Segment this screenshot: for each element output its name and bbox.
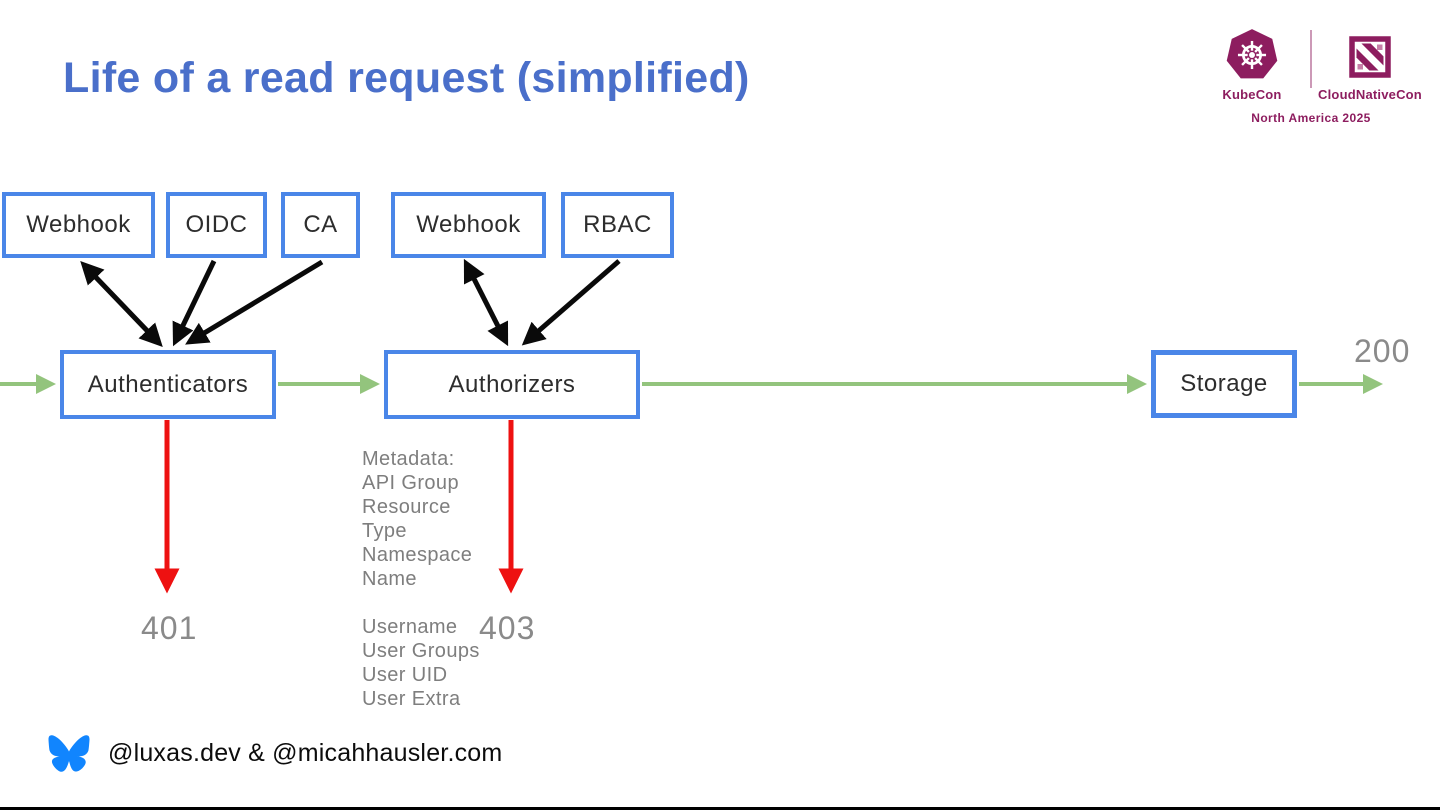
metadata-line: Username bbox=[362, 616, 458, 638]
page-title: Life of a read request (simplified) bbox=[63, 54, 750, 102]
metadata-line: Namespace bbox=[362, 544, 473, 566]
footer: @luxas.dev & @micahhausler.com bbox=[46, 733, 502, 774]
authorizers-label: Authorizers bbox=[448, 370, 576, 398]
cloudnativecon-lockup: CloudNativeCon bbox=[1314, 28, 1426, 102]
bluesky-butterfly-icon bbox=[48, 735, 90, 772]
authenticators-label: Authenticators bbox=[87, 370, 249, 398]
storage-box: Storage bbox=[1151, 350, 1297, 418]
metadata-line: User Extra bbox=[362, 688, 461, 710]
authn-webhook-link-arrow bbox=[80, 261, 163, 347]
metadata-line: API Group bbox=[362, 472, 459, 494]
authz-plugin-label-rbac: RBAC bbox=[583, 211, 652, 238]
authz-plugin-box-webhook: Webhook bbox=[391, 192, 546, 258]
status-code-200: 200 bbox=[1354, 333, 1411, 369]
authn-plugin-box-webhook: Webhook bbox=[2, 192, 155, 258]
metadata-line: User Groups bbox=[362, 640, 480, 662]
authn-plugin-box-oidc: OIDC bbox=[166, 192, 267, 258]
authn-plugin-label-oidc: OIDC bbox=[185, 211, 248, 238]
authn-plugin-label-ca: CA bbox=[303, 211, 338, 238]
metadata-line: User UID bbox=[362, 664, 448, 686]
metadata-line: Type bbox=[362, 520, 407, 542]
authz-plugin-box-rbac: RBAC bbox=[561, 192, 674, 258]
cloudnativecon-label: CloudNativeCon bbox=[1318, 87, 1422, 102]
cloudnativecon-icon bbox=[1349, 36, 1391, 78]
authn-oidc-link-arrow bbox=[172, 259, 217, 347]
authorizers-box: Authorizers bbox=[384, 350, 640, 419]
authz-webhook-link-arrow bbox=[463, 258, 509, 347]
event-name-label: North America 2025 bbox=[1251, 111, 1371, 125]
status-code-403: 403 bbox=[479, 610, 536, 646]
kubecon-label: KubeCon bbox=[1222, 87, 1282, 102]
branding-logos-row: KubeCon bbox=[1196, 28, 1426, 102]
authz-rbac-link-arrow bbox=[521, 259, 621, 346]
branding-divider bbox=[1310, 30, 1312, 88]
metadata-line: Resource bbox=[362, 496, 451, 518]
authz-plugin-label-webhook: Webhook bbox=[416, 211, 521, 238]
metadata-user-group: Username User Groups User UID User Extra bbox=[362, 615, 480, 711]
storage-label: Storage bbox=[1180, 370, 1268, 397]
bottom-edge-bar bbox=[0, 807, 1440, 810]
authn-plugin-box-ca: CA bbox=[281, 192, 360, 258]
event-branding: KubeCon bbox=[1191, 28, 1431, 125]
authn-ca-link-arrow bbox=[185, 259, 324, 345]
metadata-line: Metadata: bbox=[362, 448, 455, 470]
status-code-401: 401 bbox=[141, 610, 198, 646]
speaker-handles: @luxas.dev & @micahhausler.com bbox=[108, 739, 503, 767]
request-metadata-note: Metadata: API Group Resource Type Namesp… bbox=[362, 447, 480, 711]
kubecon-lockup: KubeCon bbox=[1196, 28, 1308, 102]
kubecon-helm-icon bbox=[1226, 29, 1278, 79]
authn-plugin-label-webhook: Webhook bbox=[26, 211, 131, 238]
authenticators-box: Authenticators bbox=[60, 350, 276, 419]
metadata-line: Name bbox=[362, 568, 417, 590]
